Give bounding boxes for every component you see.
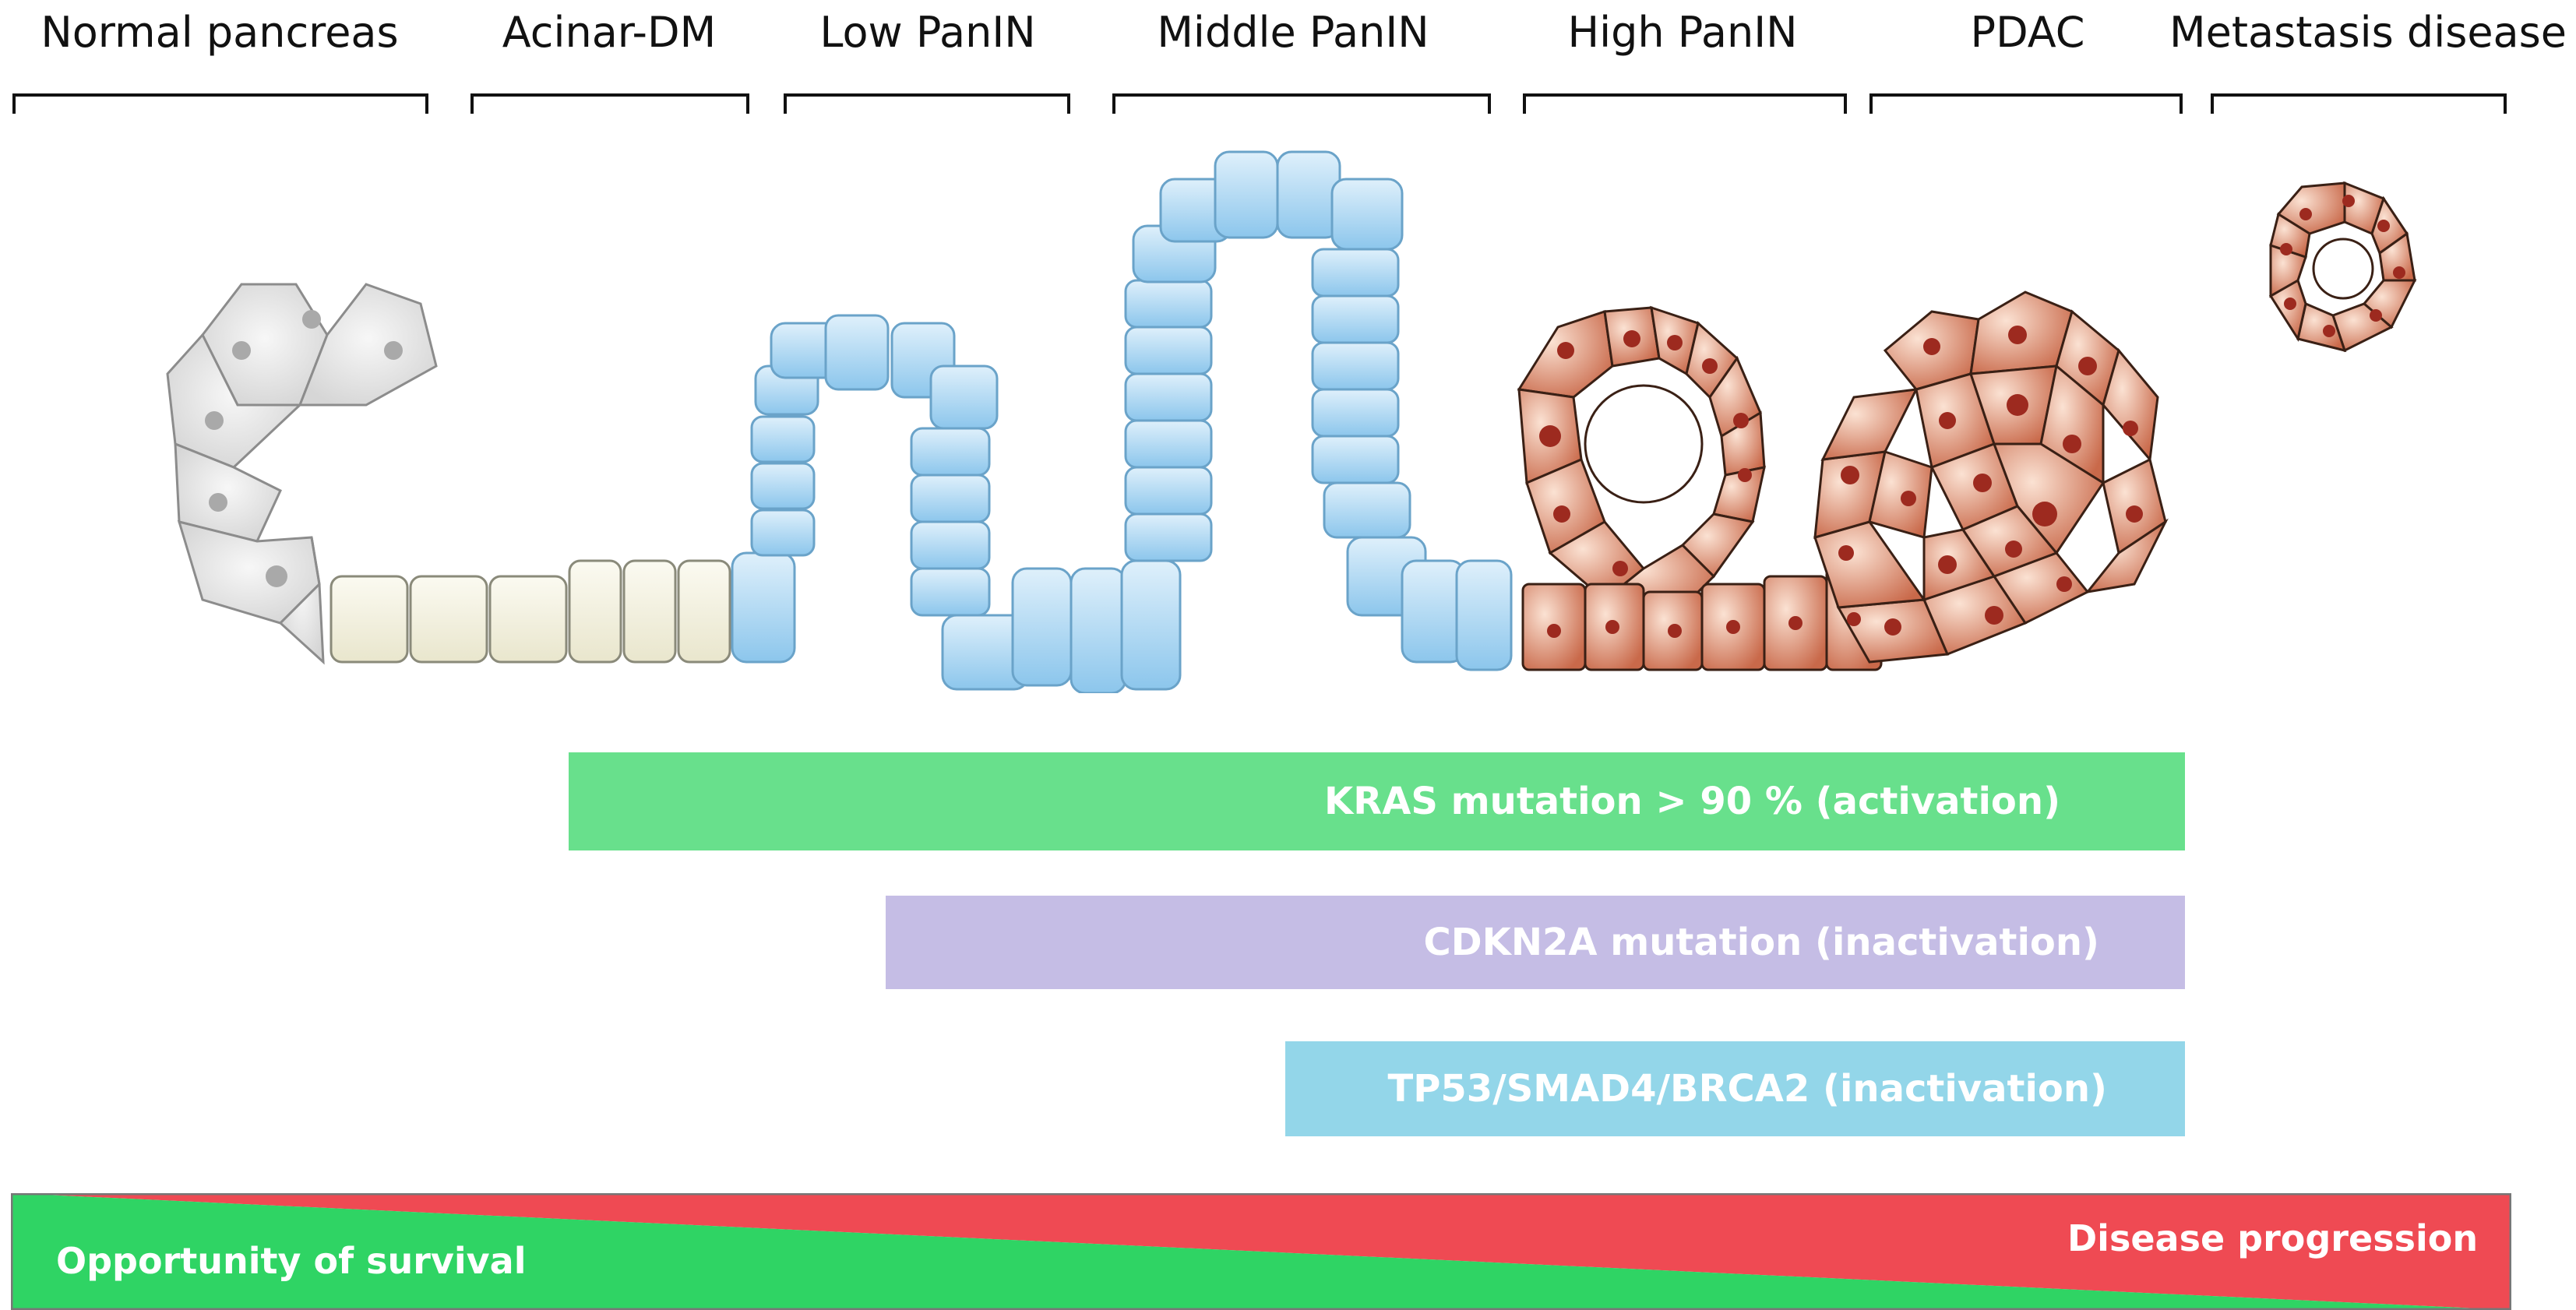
pdac-cells bbox=[1813, 291, 2169, 664]
stage-bracket-metastasis bbox=[2211, 93, 2507, 114]
high-panin-lumen bbox=[1584, 384, 1704, 504]
opportunity-of-survival-label: Opportunity of survival bbox=[56, 1240, 527, 1282]
stage-label-acinar-dm: Acinar-DM bbox=[502, 8, 717, 57]
metastasis-lumen bbox=[2312, 238, 2374, 300]
normal-nuclei bbox=[205, 310, 403, 587]
kras-mutation-bar: KRAS mutation > 90 % (activation) bbox=[569, 752, 2185, 850]
cdkn2a-mutation-label: CDKN2A mutation (inactivation) bbox=[1423, 921, 2099, 964]
stage-label-pdac: PDAC bbox=[1970, 8, 2085, 57]
stage-bracket-low-panin bbox=[784, 93, 1070, 114]
tp53-smad4-brca2-label: TP53/SMAD4/BRCA2 (inactivation) bbox=[1387, 1067, 2107, 1111]
tp53-smad4-brca2-bar: TP53/SMAD4/BRCA2 (inactivation) bbox=[1285, 1041, 2185, 1136]
opportunity-of-survival-wedge bbox=[11, 1193, 2511, 1310]
kras-mutation-label: KRAS mutation > 90 % (activation) bbox=[1324, 780, 2060, 823]
stage-bracket-normal-pancreas bbox=[12, 93, 428, 114]
stage-bracket-pdac bbox=[1869, 93, 2183, 114]
stage-label-metastasis: Metastasis disease bbox=[2169, 8, 2567, 57]
disease-progression-label: Disease progression bbox=[2067, 1217, 2479, 1259]
stage-label-high-panin: High PanIN bbox=[1567, 8, 1798, 57]
cdkn2a-mutation-bar: CDKN2A mutation (inactivation) bbox=[886, 896, 2185, 989]
high-panin-cells bbox=[1517, 305, 1883, 671]
cancer-nuclei bbox=[1539, 195, 2405, 638]
stage-bracket-high-panin bbox=[1523, 93, 1847, 114]
stage-bracket-middle-panin bbox=[1112, 93, 1491, 114]
stage-label-middle-panin: Middle PanIN bbox=[1157, 8, 1429, 57]
panin-cells bbox=[731, 150, 1513, 693]
normal-cells bbox=[166, 283, 438, 665]
acinar-dm-cells bbox=[329, 559, 731, 664]
survival-progression-wedge bbox=[11, 1193, 2511, 1310]
stage-label-low-panin: Low PanIN bbox=[819, 8, 1036, 57]
pancreas-progression-illustration bbox=[166, 150, 2417, 693]
stage-bracket-acinar-dm bbox=[470, 93, 749, 114]
stage-label-normal-pancreas: Normal pancreas bbox=[41, 8, 399, 57]
metastasis-cells bbox=[2268, 181, 2417, 353]
